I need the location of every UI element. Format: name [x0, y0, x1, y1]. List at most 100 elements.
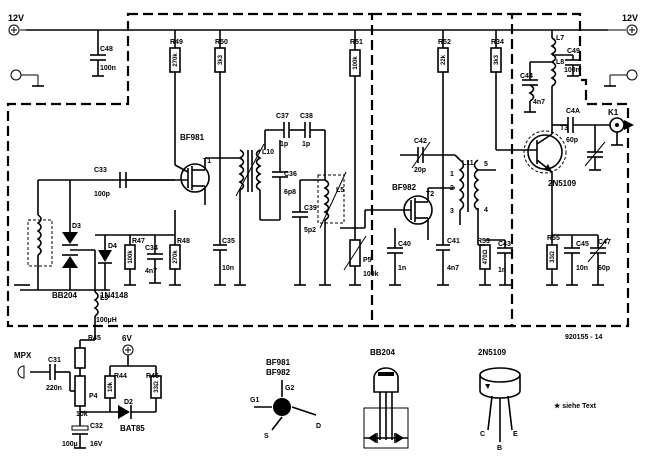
l11-ref: L11 [462, 160, 474, 167]
resistor-value: 22k [441, 54, 447, 65]
p4-ref: P4 [89, 393, 98, 400]
r48-ref: R48 [177, 238, 190, 245]
supply-terminal-right[interactable] [626, 24, 638, 36]
tap-label: 3 [450, 208, 454, 215]
ground-terminal-right [604, 69, 638, 87]
c48-value: 100n [100, 65, 116, 72]
varicap-d3 [62, 180, 95, 290]
capacitor-c48 [90, 30, 106, 77]
antenna-connector-k1[interactable] [609, 117, 634, 146]
c42-value: 20p [414, 167, 426, 174]
inductor-l5 [317, 171, 347, 285]
c37-value: 1p [280, 141, 288, 148]
tap-label: 1 [450, 171, 454, 178]
c38-ref: C38 [300, 113, 313, 120]
transistor-t2 [340, 188, 433, 240]
capacitor-c32 [71, 415, 89, 449]
r55-ref: R55 [547, 235, 560, 242]
resistor-value: 3k3 [494, 54, 500, 65]
pinout-2n5109 [479, 367, 521, 442]
resistor-value: 33Ω [550, 251, 556, 263]
c37-ref: C37 [276, 113, 289, 120]
mpx-input[interactable] [17, 365, 50, 379]
trimmer-c42[interactable] [400, 141, 455, 169]
supply-label-right: 12V [622, 13, 638, 23]
c4a-ref: C4A [566, 108, 580, 115]
inductor-l3 [93, 250, 99, 340]
d4-ref: D4 [108, 243, 117, 250]
b-pin: B [497, 445, 502, 452]
drawing-number: 920155 - 14 [565, 334, 602, 341]
inductor-l11 [428, 154, 496, 245]
capacitor-c36 [272, 140, 288, 220]
tap-label: 4 [484, 207, 488, 214]
l8-ref: L8 [556, 59, 564, 66]
t2-type: BF982 [392, 183, 417, 192]
t3-type: 2N5109 [548, 179, 577, 188]
t2-ref: T2 [426, 191, 434, 198]
resistor-value: 470Ω [483, 249, 489, 264]
c36-value: 6p8 [284, 189, 296, 196]
c34-value: 4n7 [145, 268, 157, 275]
c43-ref: C43 [498, 241, 511, 248]
c36-ref: C36 [284, 171, 297, 178]
k1-label: K1 [608, 108, 619, 117]
resistor-value: 33Ω [154, 381, 160, 393]
c32-ref: C32 [90, 423, 103, 430]
resistor-value: 270k [173, 250, 179, 264]
t1-ref: T1 [203, 158, 211, 165]
tap-label: 5 [484, 161, 488, 168]
c31-value: 220n [46, 385, 62, 392]
2n5109-pinout-title: 2N5109 [478, 348, 507, 357]
c45-ref: C45 [576, 241, 589, 248]
r52-ref: R52 [438, 39, 451, 46]
d3-type: BB204 [52, 291, 77, 300]
resistor-r34 [490, 30, 502, 150]
resistor-value: 100k [353, 56, 359, 70]
capacitor-c49 [552, 54, 581, 77]
resistor-value: 10k [108, 381, 114, 392]
c33-value: 100p [94, 191, 110, 198]
c32-value: 100µ [62, 441, 78, 448]
capacitor-c41 [436, 244, 450, 285]
c4a-value: 60p [566, 137, 578, 144]
trimmer-c46[interactable] [584, 125, 606, 170]
c45-value: 10n [576, 265, 588, 272]
r50-ref: R50 [215, 39, 228, 46]
resistor-r52 [437, 30, 449, 245]
pinout-bb204 [363, 367, 409, 449]
c47-ref: C47 [598, 239, 611, 246]
p5-value: 100k [363, 271, 379, 278]
r51-ref: R51 [350, 39, 363, 46]
c38-value: 1p [302, 141, 310, 148]
r47-ref: R47 [132, 238, 145, 245]
capacitor-c35 [213, 244, 227, 285]
c34-ref: C34 [145, 245, 158, 252]
transistor-t1 [120, 158, 210, 205]
capacitor-c33 [38, 172, 175, 188]
t1-type: BF981 [180, 133, 205, 142]
shield-outlines [6, 12, 630, 328]
resistor-r53 [478, 244, 491, 285]
c44-value: 4n7 [533, 99, 545, 106]
c49-value: 100n [564, 67, 580, 74]
r46-ref: R46 [146, 373, 159, 380]
c40-value: 1n [398, 265, 406, 272]
capacitor-c31 [49, 364, 70, 380]
c41-value: 4n7 [447, 265, 459, 272]
c39-ref: C39 [304, 205, 317, 212]
resistor-r47 [95, 234, 136, 285]
c43-value: 1n [498, 267, 506, 274]
supply-6v [110, 344, 156, 367]
supply-6v-label: 6V [122, 334, 132, 343]
supply-terminal-left[interactable] [8, 24, 20, 36]
potentiometer-p5[interactable] [343, 235, 367, 285]
trimmer-c47[interactable] [572, 234, 609, 285]
c49-ref: C49 [567, 48, 580, 55]
c47-value: 60p [598, 265, 610, 272]
r45-ref: R45 [88, 335, 101, 342]
potentiometer-p4[interactable] [69, 372, 86, 415]
c39-value: 5p2 [304, 227, 316, 234]
c42-ref: C42 [414, 138, 427, 145]
